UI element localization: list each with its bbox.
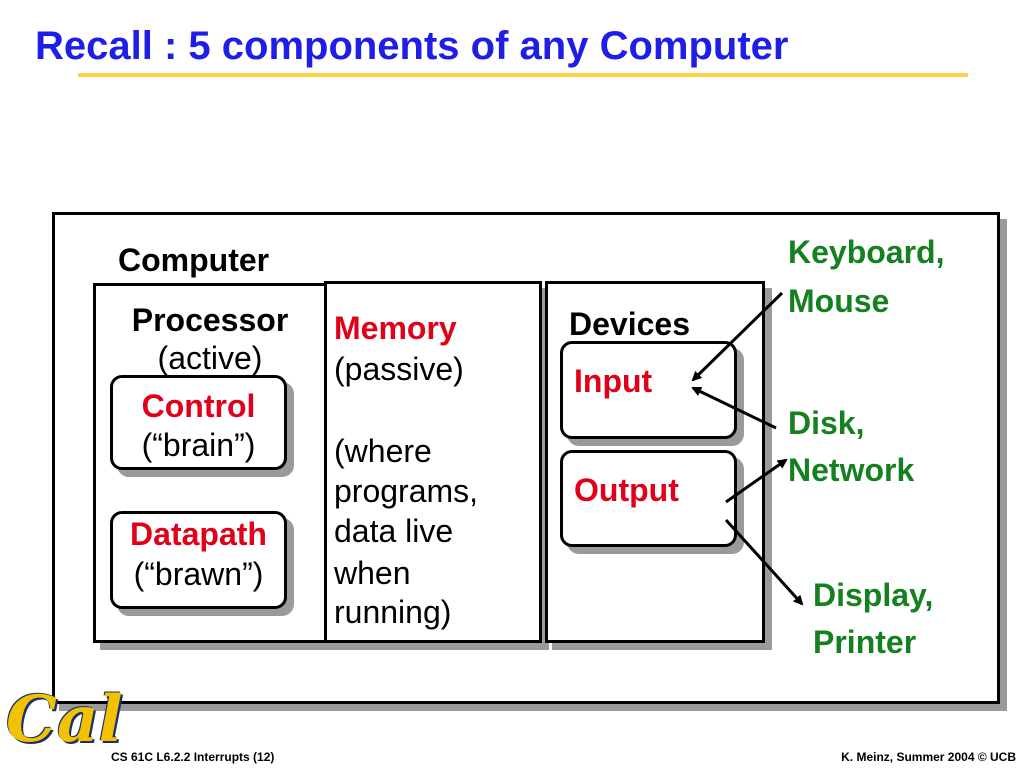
input-box bbox=[560, 341, 737, 439]
devices-label: Devices bbox=[569, 306, 690, 342]
processor-note: (active) bbox=[157, 340, 263, 376]
input-label: Input bbox=[574, 363, 653, 399]
datapath-box bbox=[110, 511, 287, 609]
memory-note: (passive) bbox=[334, 351, 464, 387]
output-box bbox=[560, 450, 737, 547]
output-label: Output bbox=[574, 472, 679, 508]
processor-label: Processor bbox=[131, 302, 289, 338]
memory-detail-line: running) bbox=[334, 594, 452, 630]
control-note: (“brain”) bbox=[141, 427, 256, 463]
memory-detail-line: data live bbox=[334, 513, 454, 549]
keyboard-to-input-arrow bbox=[691, 291, 784, 382]
slide-title: Recall : 5 components of any Computer bbox=[35, 24, 789, 68]
memory-box bbox=[324, 281, 542, 643]
memory-detail-line: programs, bbox=[334, 473, 479, 509]
output-to-display-arrow bbox=[724, 518, 804, 606]
disk-network-label: Disk, bbox=[788, 405, 865, 441]
datapath-label: Datapath bbox=[130, 516, 267, 552]
keyboard-mouse-label: Mouse bbox=[788, 283, 890, 319]
footer-course: CS 61C L6.2.2 Interrupts (12) bbox=[111, 750, 275, 764]
control-label: Control bbox=[141, 388, 256, 424]
memory-detail-line: when bbox=[334, 555, 411, 591]
output-to-network-arrow bbox=[725, 458, 788, 504]
control-box bbox=[110, 375, 287, 470]
keyboard-mouse-label: Keyboard, bbox=[788, 234, 945, 270]
disk-to-input-arrow bbox=[691, 386, 777, 430]
display-printer-label: Printer bbox=[813, 624, 917, 660]
cal-logo: Cal bbox=[6, 682, 123, 757]
memory-label: Memory bbox=[334, 310, 457, 346]
footer-credit: K. Meinz, Summer 2004 © UCB bbox=[841, 750, 1016, 764]
computer-label: Computer bbox=[118, 242, 270, 278]
datapath-note: (“brawn”) bbox=[133, 556, 264, 592]
title-underline bbox=[78, 73, 968, 77]
disk-network-label: Network bbox=[788, 452, 915, 488]
display-printer-label: Display, bbox=[813, 577, 934, 613]
memory-detail-line: (where bbox=[334, 433, 432, 469]
